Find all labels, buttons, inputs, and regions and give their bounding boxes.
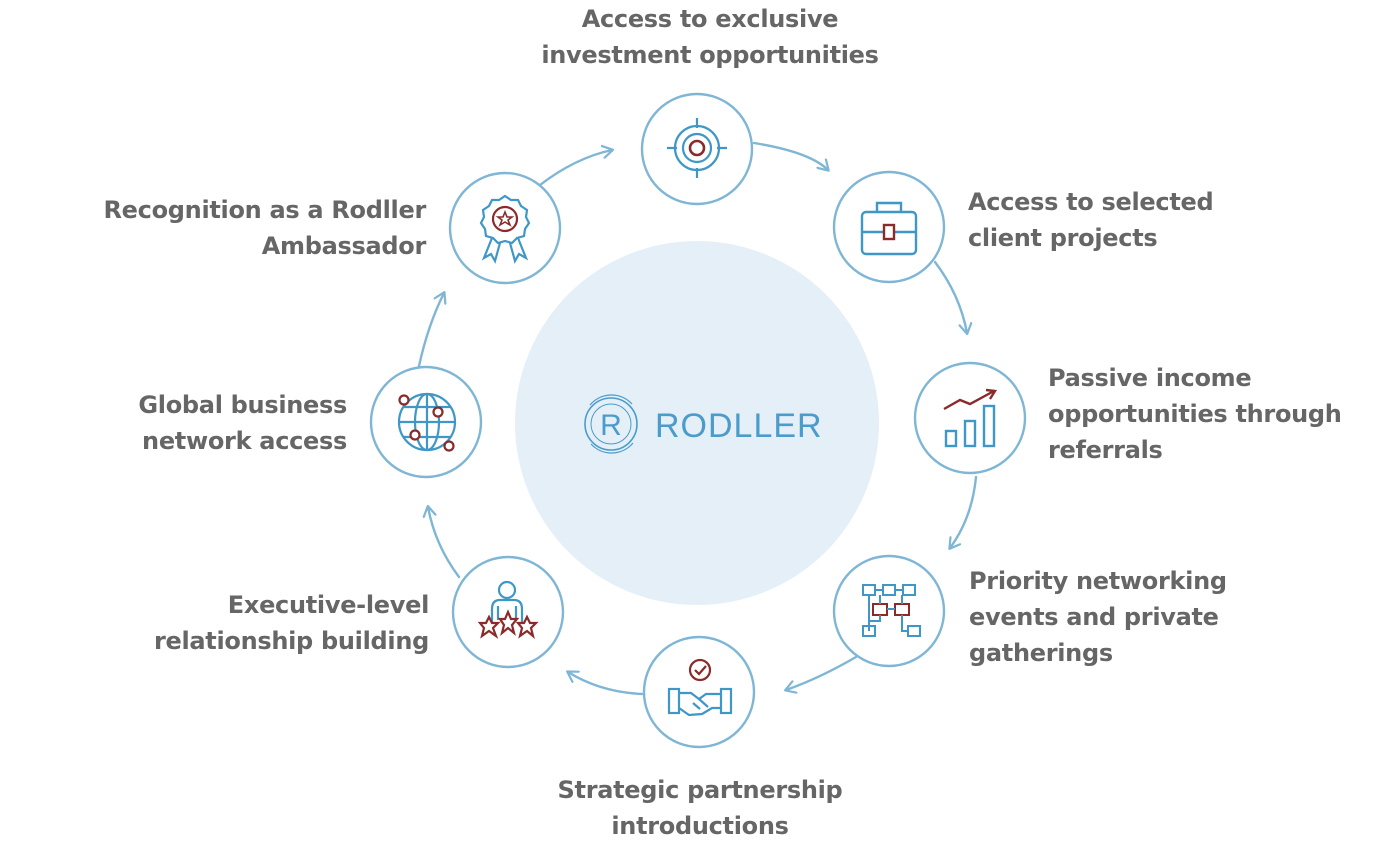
person-stars-icon [477, 580, 539, 640]
label-line: Global business [138, 391, 347, 419]
handshake-icon [667, 658, 733, 717]
award-icon [479, 194, 531, 264]
label-line: client projects [968, 224, 1158, 252]
node-circle-1 [640, 92, 754, 206]
rodller-logo: R RODLLER [584, 394, 823, 454]
label-line: network access [142, 427, 347, 455]
arrow-1-to-2 [752, 141, 828, 170]
arrow-8-to-1 [538, 150, 612, 187]
label-priority-networking: Priority networking events and private g… [969, 563, 1227, 671]
arrow-4-to-5 [786, 655, 858, 690]
arrow-6-to-7 [428, 507, 461, 579]
node-circle-4 [832, 554, 946, 668]
label-line: Access to exclusive [581, 5, 839, 33]
label-line: Access to selected [968, 188, 1214, 216]
center-circle [515, 241, 879, 605]
label-line: investment opportunities [541, 41, 879, 69]
label-line: events and private [969, 603, 1219, 631]
arrow-7-to-8 [417, 293, 444, 368]
arrow-5-to-6 [568, 672, 644, 696]
label-line: referrals [1048, 436, 1163, 464]
briefcase-icon [860, 201, 918, 256]
label-line: Strategic partnership [557, 776, 843, 804]
label-line: Ambassador [261, 232, 427, 260]
label-line: Passive income [1048, 364, 1252, 392]
label-line: introductions [611, 812, 789, 840]
label-line: gatherings [969, 639, 1113, 667]
label-strategic-partnership: Strategic partnership introductions [500, 772, 900, 844]
node-circle-3 [913, 361, 1027, 475]
label-line: opportunities through [1048, 400, 1342, 428]
bar-chart-icon [943, 388, 998, 448]
rodller-logo-text: RODLLER [655, 407, 823, 445]
label-line: Priority networking [969, 567, 1227, 595]
label-line: Executive-level [227, 591, 430, 619]
label-executive-relationship: Executive-level relationship building [154, 587, 429, 659]
rodller-logo-mark: R [584, 394, 638, 454]
node-circle-5 [642, 635, 756, 749]
target-icon [667, 118, 727, 178]
arrow-3-to-4 [950, 475, 978, 548]
label-global-network: Global business network access [138, 387, 347, 459]
globe-icon [397, 392, 457, 452]
cycle-arrows [417, 141, 978, 696]
node-circles [369, 92, 1027, 749]
label-line: Recognition as a Rodller [103, 196, 427, 224]
label-exclusive-investment: Access to exclusive investment opportuni… [510, 1, 910, 73]
node-circle-8 [448, 171, 562, 285]
label-ambassador-recognition: Recognition as a Rodller Ambassador [104, 192, 427, 264]
rodller-logo-letter: R [600, 409, 622, 442]
arrow-2-to-3 [933, 260, 967, 333]
label-passive-income: Passive income opportunities through ref… [1048, 360, 1342, 468]
label-line: relationship building [153, 627, 429, 655]
label-selected-client-projects: Access to selected client projects [968, 184, 1214, 256]
network-icon [862, 584, 921, 637]
